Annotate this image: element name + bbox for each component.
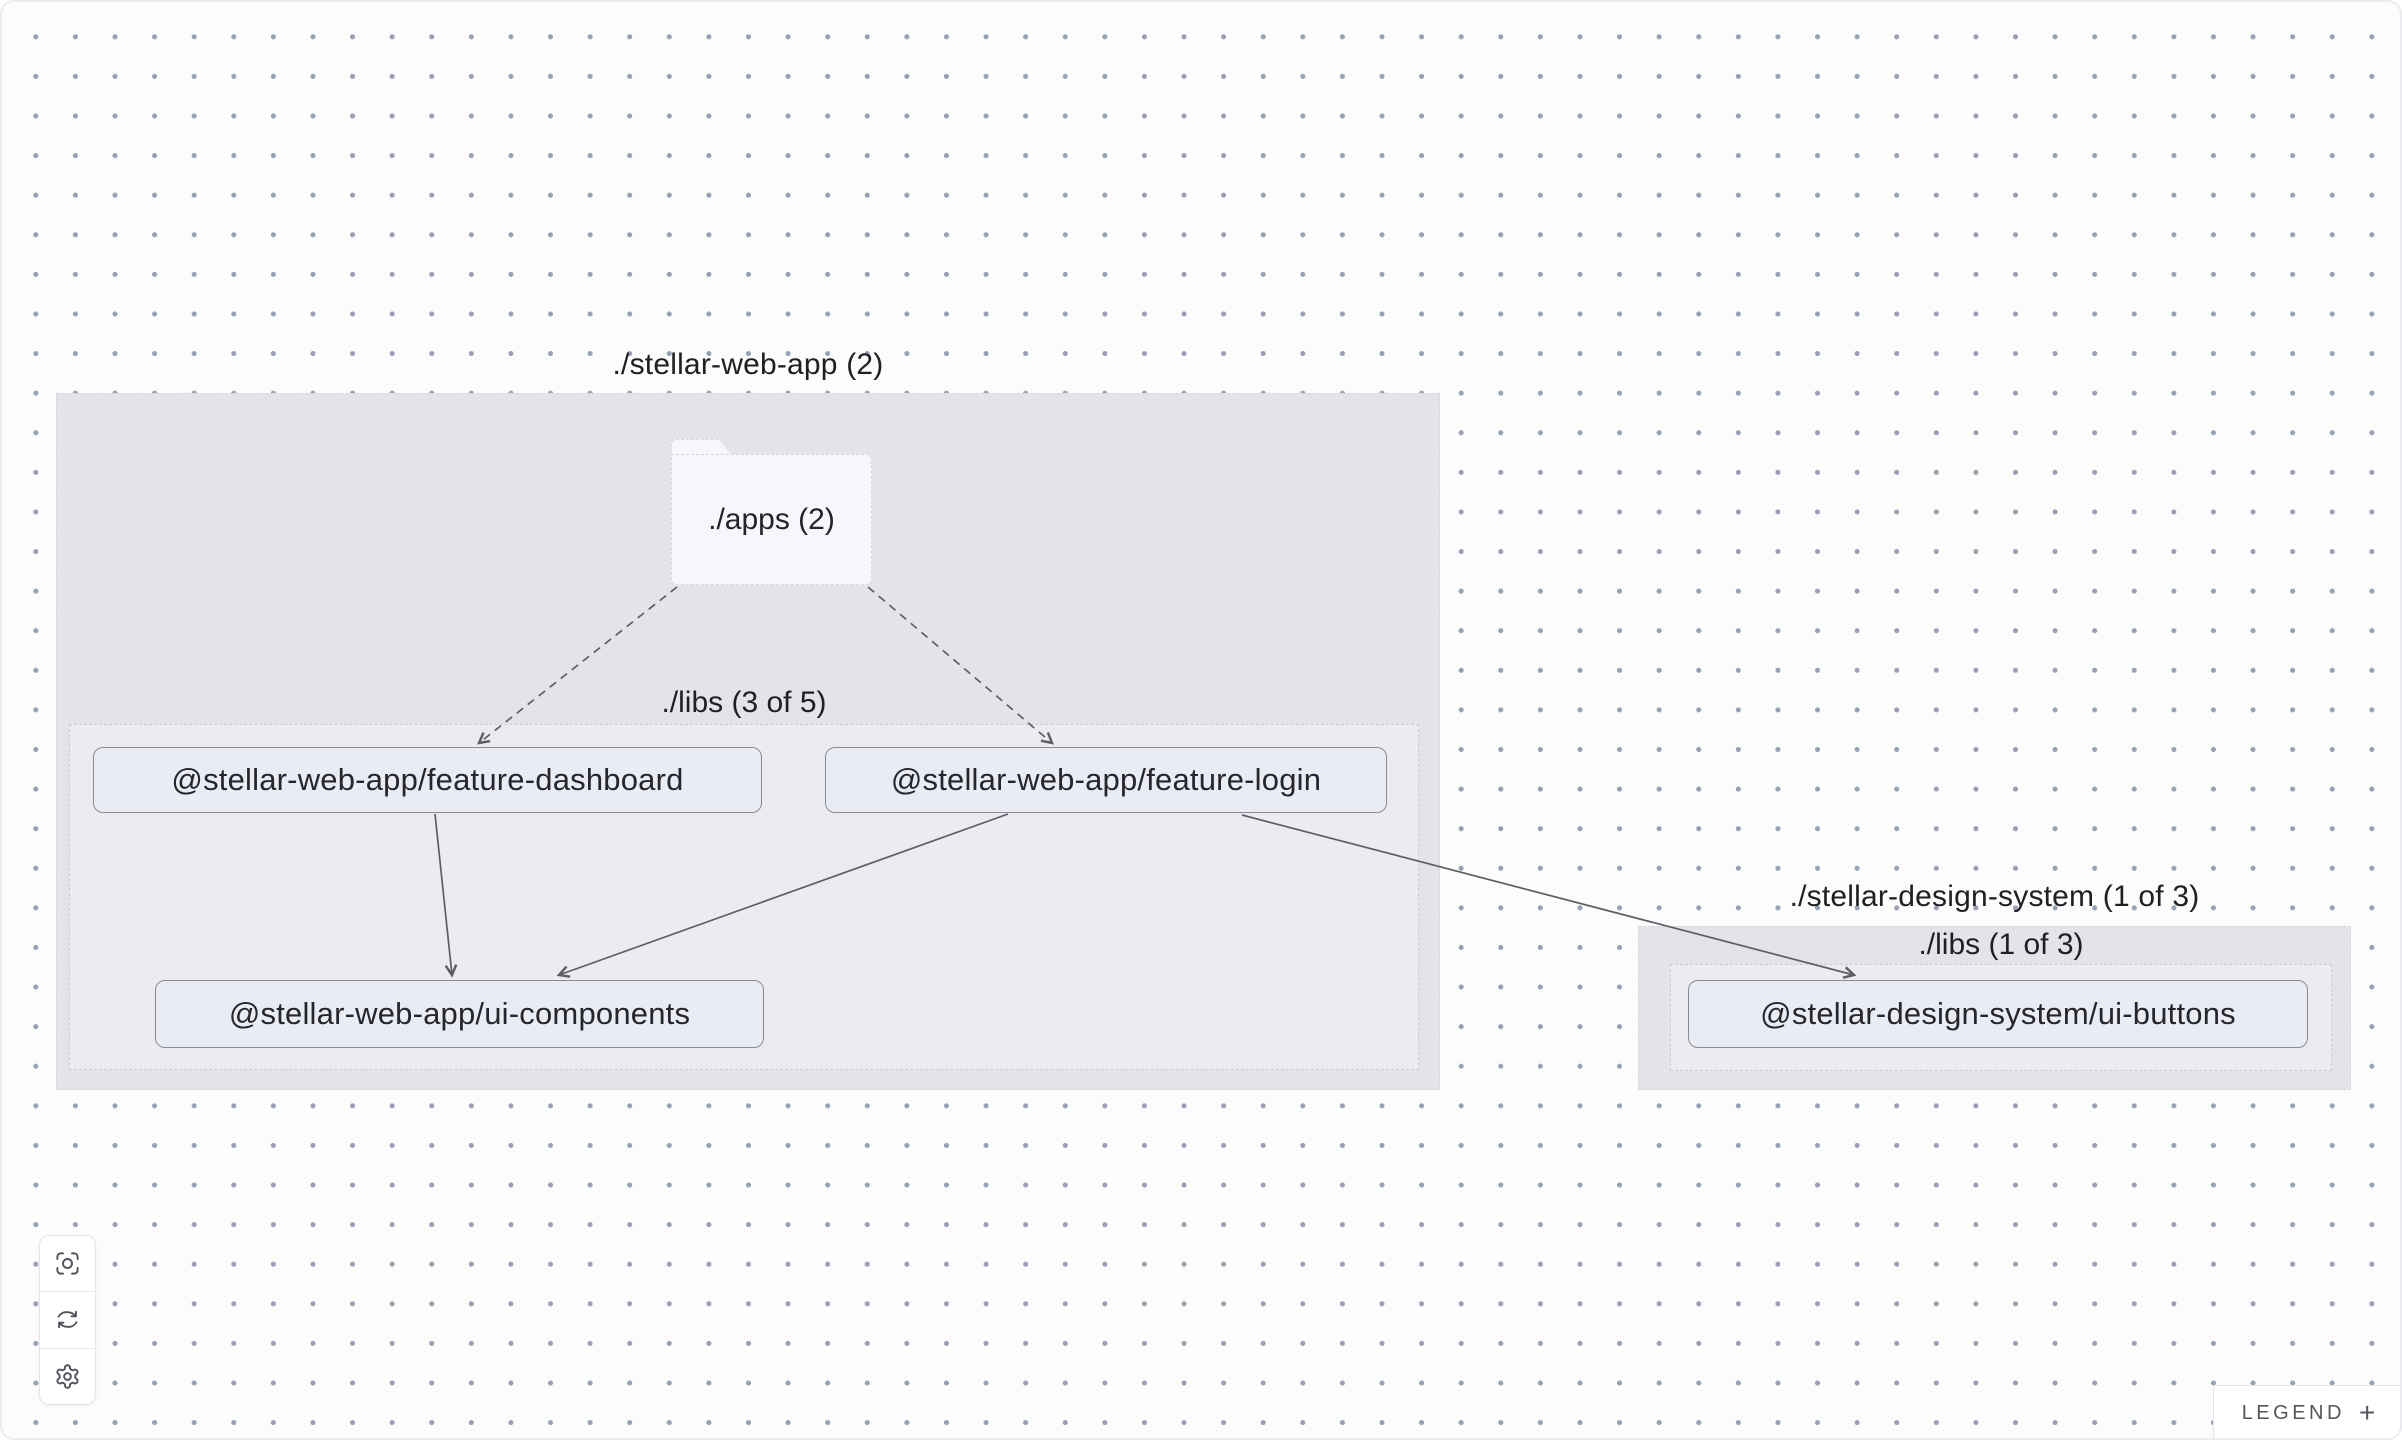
gear-icon bbox=[56, 1364, 79, 1389]
refresh-icon bbox=[57, 1311, 78, 1329]
folder-node-apps[interactable]: ./apps (2) bbox=[671, 439, 872, 585]
project-node-feature-login[interactable]: @stellar-web-app/feature-login bbox=[825, 747, 1387, 813]
project-node-feature-dashboard[interactable]: @stellar-web-app/feature-dashboard bbox=[93, 747, 762, 813]
graph-toolbar bbox=[39, 1235, 96, 1405]
settings-button[interactable] bbox=[40, 1349, 95, 1404]
refresh-button[interactable] bbox=[40, 1292, 95, 1349]
legend-label: LEGEND bbox=[2241, 1402, 2345, 1424]
subgroup-label-design-system-libs: ./libs (1 of 3) bbox=[1918, 928, 2084, 961]
project-node-ui-buttons[interactable]: @stellar-design-system/ui-buttons bbox=[1688, 980, 2308, 1048]
folder-label: ./apps (2) bbox=[671, 454, 872, 585]
group-title-stellar-design-system: ./stellar-design-system (1 of 3) bbox=[1789, 880, 2200, 913]
plus-icon: + bbox=[2358, 1396, 2376, 1428]
focus-icon bbox=[56, 1252, 79, 1275]
subgroup-label-web-app-libs: ./libs (3 of 5) bbox=[661, 686, 827, 719]
project-node-ui-components[interactable]: @stellar-web-app/ui-components bbox=[155, 980, 764, 1048]
legend-toggle-button[interactable]: LEGEND + bbox=[2213, 1385, 2400, 1438]
group-title-stellar-web-app: ./stellar-web-app (2) bbox=[612, 348, 884, 381]
focus-button[interactable] bbox=[40, 1236, 95, 1293]
